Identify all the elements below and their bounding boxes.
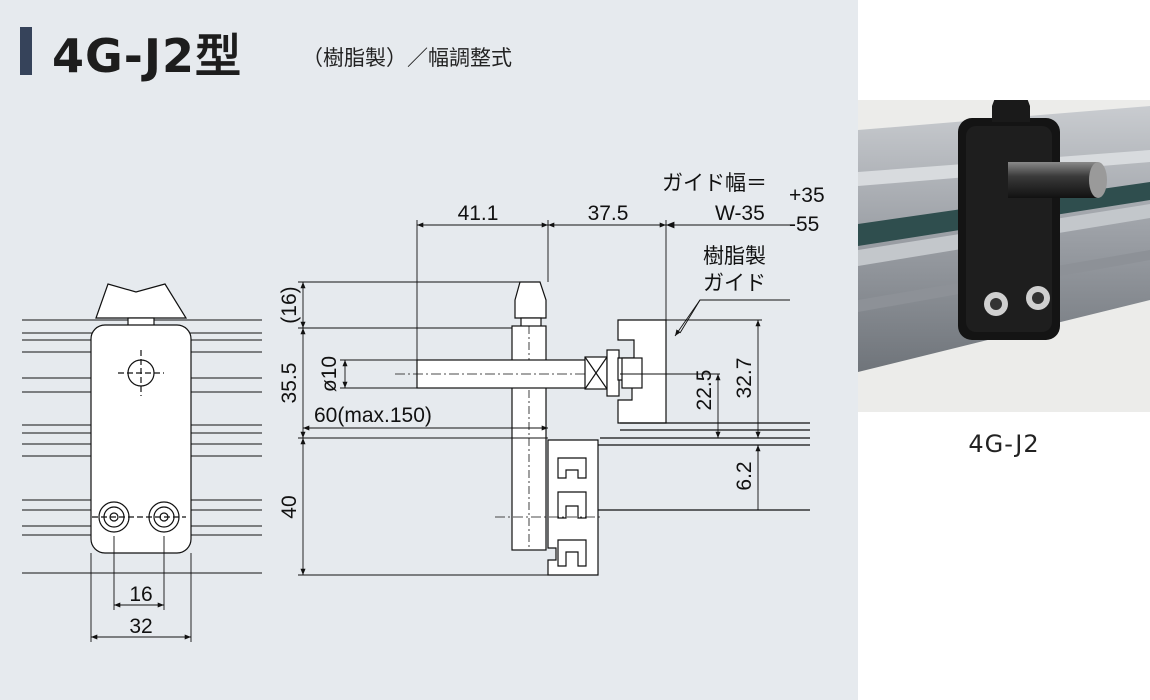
product-photo-illustration [858, 80, 1150, 412]
dim-35-5: 35.5 [278, 363, 301, 404]
title-accent-bar [20, 27, 32, 75]
rail-profile [547, 439, 599, 576]
dim-41-1: 41.1 [458, 202, 499, 225]
bolt-holes [92, 501, 186, 533]
product-photo [858, 80, 1150, 412]
photo-caption: 4G-J2 [968, 430, 1040, 458]
guide-width-label: ガイド幅＝ [662, 172, 767, 195]
dim-32-7: 32.7 [733, 358, 756, 399]
dim-22-5: 22.5 [693, 370, 716, 411]
tol-minus: -55 [789, 213, 819, 236]
dim-shaft-len: 60(max.150) [314, 404, 432, 427]
page-title: 4G-J2型 [52, 29, 242, 83]
dim-top-16: (16) [278, 286, 301, 323]
photo-shaft [1008, 162, 1098, 198]
guide-note-line1: 樹脂製 [703, 245, 766, 268]
dim-6-2: 6.2 [733, 461, 756, 490]
tol-plus: +35 [789, 184, 825, 207]
technical-drawing: 16 32 [22, 172, 825, 642]
front-view [22, 283, 262, 642]
guide-width-formula: W-35 [715, 202, 765, 225]
dim-hole-pitch: 16 [129, 583, 152, 606]
knob-shape [95, 283, 188, 319]
page-subtitle: （樹脂製）／幅調整式 [302, 46, 512, 70]
guide-note-line2: ガイド [703, 272, 766, 295]
side-knob [514, 281, 547, 319]
dim-width: 32 [129, 615, 152, 638]
bracket-body [90, 324, 192, 554]
dim-40: 40 [278, 495, 301, 518]
dim-37-5: 37.5 [588, 202, 629, 225]
side-view [298, 220, 810, 576]
dim-shaft-dia: ø10 [318, 356, 341, 392]
